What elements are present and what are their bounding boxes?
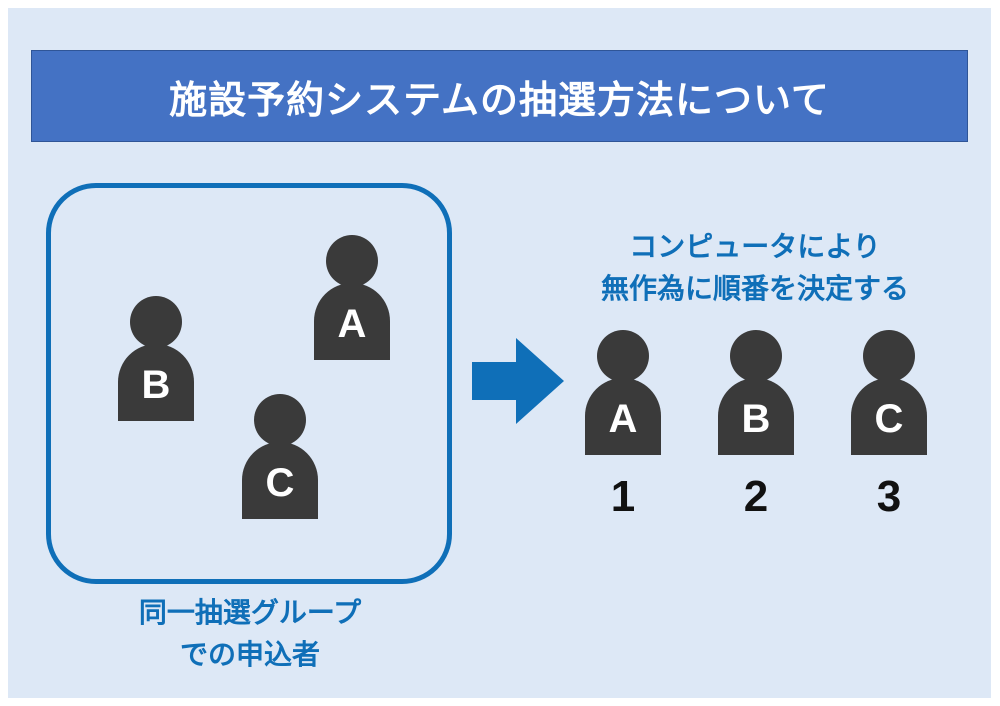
person-body: A bbox=[314, 283, 390, 360]
applicant-b-icon: B bbox=[118, 296, 194, 421]
result-caption-line1: コンピュータにより bbox=[629, 230, 881, 263]
group-caption-line2: での申込者 bbox=[179, 638, 320, 671]
person-head bbox=[326, 235, 378, 287]
person-head bbox=[730, 330, 782, 382]
person-body: B bbox=[718, 378, 794, 455]
group-caption: 同一抽選グループ での申込者 bbox=[60, 592, 440, 676]
ranked-applicant-c-icon: C bbox=[851, 330, 927, 455]
person-head bbox=[130, 296, 182, 348]
applicant-letter: A bbox=[608, 397, 638, 441]
ranked-applicant-b-icon: B bbox=[718, 330, 794, 455]
person-body: B bbox=[118, 344, 194, 421]
person-head bbox=[863, 330, 915, 382]
lottery-group-box bbox=[46, 183, 452, 584]
result-caption-line2: 無作為に順番を決定する bbox=[600, 272, 909, 305]
applicant-letter: C bbox=[874, 397, 904, 441]
applicant-a-icon: A bbox=[314, 235, 390, 360]
group-caption-line1: 同一抽選グループ bbox=[138, 596, 362, 629]
rank-number: 1 bbox=[610, 472, 636, 521]
ranked-applicant-a-icon: A bbox=[585, 330, 661, 455]
result-caption: コンピュータにより 無作為に順番を決定する bbox=[540, 226, 970, 310]
applicant-c-icon: C bbox=[242, 394, 318, 519]
person-body: C bbox=[851, 378, 927, 455]
page-title: 施設予約システムの抽選方法について bbox=[169, 77, 830, 122]
applicant-letter: B bbox=[741, 397, 771, 441]
applicant-letter: C bbox=[265, 461, 295, 505]
rank-number: 3 bbox=[876, 472, 902, 521]
person-body: C bbox=[242, 442, 318, 519]
title-banner: 施設予約システムの抽選方法について bbox=[31, 50, 968, 142]
person-head bbox=[597, 330, 649, 382]
applicant-letter: B bbox=[141, 363, 171, 407]
person-body: A bbox=[585, 378, 661, 455]
rank-number: 2 bbox=[743, 472, 769, 521]
arrow-right-icon bbox=[472, 338, 564, 424]
applicant-letter: A bbox=[337, 302, 367, 346]
person-head bbox=[254, 394, 306, 446]
